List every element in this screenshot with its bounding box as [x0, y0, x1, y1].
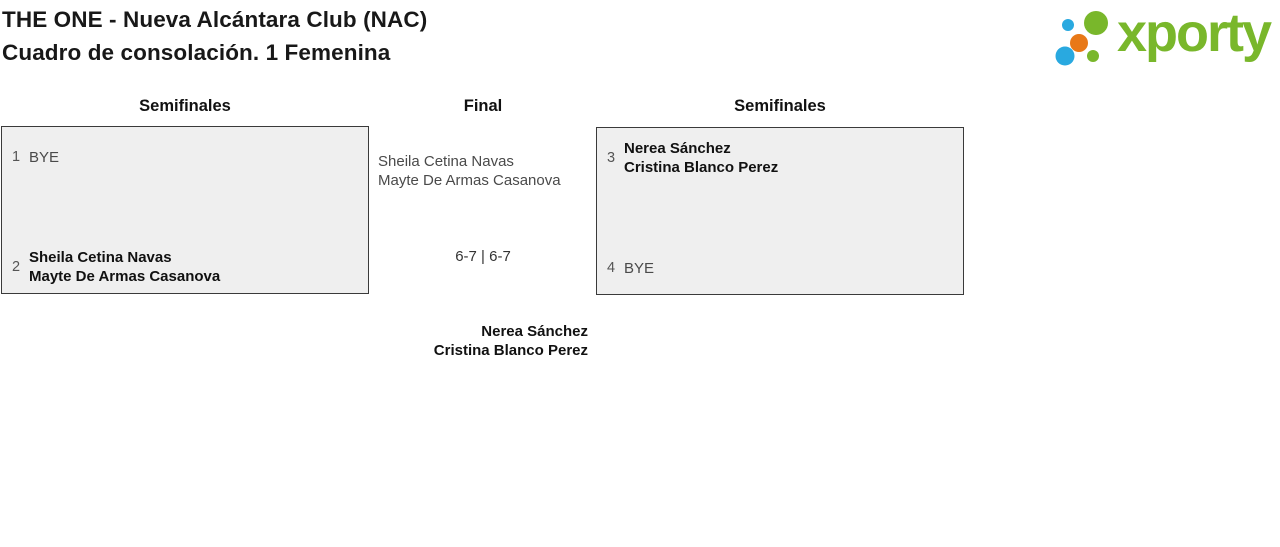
final-score: 6-7 | 6-7	[455, 248, 511, 265]
player-name: Sheila Cetina Navas	[378, 153, 514, 170]
team-line: BYE	[29, 148, 60, 166]
xporty-logo[interactable]: xporty	[1049, 0, 1272, 72]
player-name: Cristina Blanco Perez	[433, 342, 588, 359]
match-semifinal-right: 3 Nerea Sánchez Cristina Blanco Perez 4 …	[596, 127, 964, 295]
team-line: BYE	[624, 259, 655, 277]
round-header-semifinals-left: Semifinales	[139, 97, 231, 115]
round-header-semifinals-right: Semifinales	[734, 97, 826, 115]
team-pair-winner: Nerea Sánchez Cristina Blanco Perez	[624, 139, 778, 177]
xporty-dots-icon	[1055, 11, 1108, 66]
seed-number: 3	[607, 150, 616, 166]
xporty-logo-text: xporty	[1116, 3, 1272, 63]
player-name: Cristina Blanco Perez	[624, 159, 779, 176]
player-name: Mayte De Armas Casanova	[29, 268, 221, 285]
team-bye: BYE	[624, 259, 654, 278]
final-winner-team: Nerea Sánchez Cristina Blanco Perez	[371, 322, 588, 360]
seed-number: 2	[12, 259, 21, 275]
bracket-subtitle: Cuadro de consolación. 1 Femenina	[2, 40, 391, 65]
player-name: Nerea Sánchez	[624, 140, 731, 157]
match-semifinal-left: 1 BYE 2 Sheila Cetina Navas Mayte De Arm…	[1, 126, 369, 294]
team-bye: BYE	[29, 148, 59, 167]
player-name: Mayte De Armas Casanova	[378, 172, 561, 189]
seed-number: 1	[12, 149, 21, 165]
player-name: Sheila Cetina Navas	[29, 249, 172, 266]
team-slot-3: 3 Nerea Sánchez Cristina Blanco Perez	[605, 139, 955, 177]
team-slot-4: 4 BYE	[605, 249, 955, 287]
player-name: Nerea Sánchez	[481, 323, 588, 340]
team-slot-2: 2 Sheila Cetina Navas Mayte De Armas Cas…	[10, 248, 360, 286]
team-slot-1: 1 BYE	[10, 138, 360, 176]
tournament-title: THE ONE - Nueva Alcántara Club (NAC)	[2, 7, 428, 32]
final-team-top: Sheila Cetina Navas Mayte De Armas Casan…	[378, 152, 595, 190]
seed-number: 4	[607, 260, 616, 276]
page-title: THE ONE - Nueva Alcántara Club (NAC) Cua…	[2, 3, 427, 69]
team-pair-winner: Sheila Cetina Navas Mayte De Armas Casan…	[29, 248, 220, 286]
round-header-final: Final	[463, 97, 503, 115]
